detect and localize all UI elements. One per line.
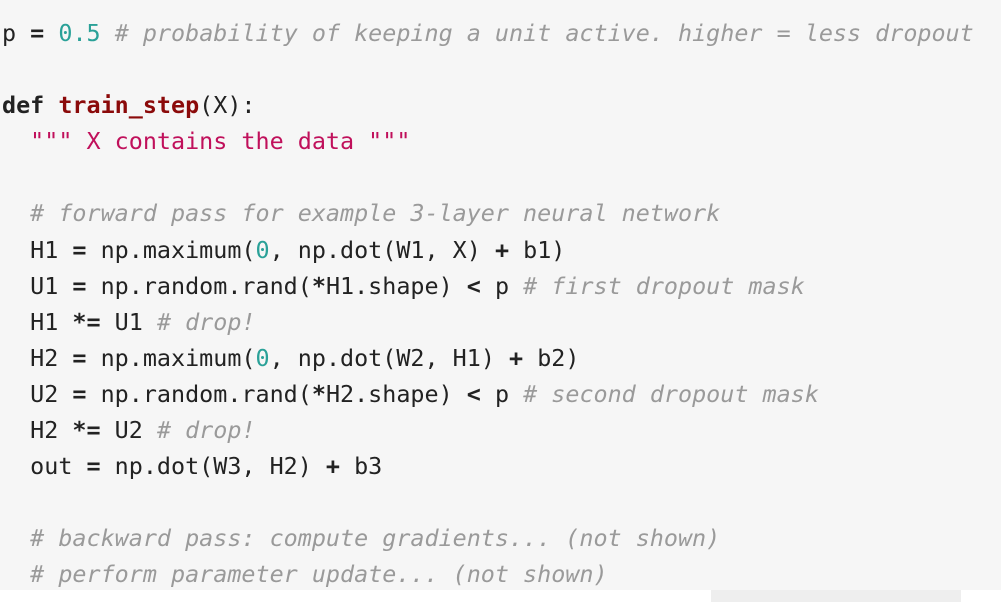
code-line: H1 = np.maximum(0, np.dot(W1, X) + b1) — [0, 232, 1001, 268]
comment-token: # second dropout mask — [523, 379, 819, 408]
number-token: 0.5 — [58, 19, 101, 47]
code-token: H2 — [2, 416, 73, 445]
code-token — [2, 524, 30, 552]
code-token: b2) — [523, 343, 580, 372]
operator-token: * — [311, 379, 326, 408]
keyword-token: def — [2, 91, 45, 120]
operator-token: *= — [72, 307, 101, 336]
code-line: """ X contains the data """ — [0, 123, 1001, 159]
code-token: U2 — [2, 379, 73, 408]
comment-token: # first dropout mask — [523, 271, 805, 300]
code-token: b1) — [509, 235, 566, 264]
operator-token: = — [30, 19, 45, 47]
code-token: np.random.rand( — [86, 271, 312, 300]
code-token: H1.shape) — [325, 271, 467, 300]
code-token: out — [2, 452, 87, 481]
code-line: def train_step(X): — [0, 87, 1001, 123]
code-token: p — [480, 271, 524, 300]
comment-token: # drop! — [156, 416, 256, 445]
code-token — [101, 19, 115, 47]
code-token — [44, 19, 58, 47]
operator-token: + — [509, 343, 524, 372]
blank-line — [0, 484, 1001, 520]
code-line: H1 *= U1 # drop! — [0, 304, 1001, 340]
operator-token: = — [86, 452, 101, 481]
comment-token: # perform parameter update... (not shown… — [30, 560, 608, 589]
code-line: U1 = np.random.rand(*H1.shape) < p # fir… — [0, 268, 1001, 304]
code-token: p — [480, 379, 524, 408]
code-token: np.maximum( — [86, 235, 256, 264]
code-line: out = np.dot(W3, H2) + b3 — [0, 448, 1001, 484]
comment-token: # drop! — [156, 307, 256, 336]
operator-token: < — [466, 379, 481, 408]
code-token: H2.shape) — [325, 379, 467, 408]
code-token — [2, 560, 30, 588]
operator-token: = — [72, 235, 87, 264]
code-token: (X): — [199, 91, 256, 120]
blank-line — [0, 159, 1001, 195]
code-token: b3 — [340, 452, 383, 481]
string-token: """ X contains the data """ — [30, 127, 411, 156]
code-token: , np.dot(W2, H1) — [269, 343, 510, 372]
code-token: p — [2, 19, 31, 47]
bottom-strip-fade — [711, 590, 961, 602]
operator-token: = — [72, 343, 87, 372]
code-token — [44, 91, 58, 119]
operator-token: < — [466, 271, 481, 300]
operator-token: + — [494, 235, 510, 264]
code-token: np.maximum( — [86, 343, 256, 372]
operator-token: * — [311, 271, 326, 300]
code-token: H1 — [2, 235, 73, 264]
number-token: 0 — [255, 235, 270, 264]
code-line: # backward pass: compute gradients... (n… — [0, 520, 1001, 556]
number-token: 0 — [255, 343, 270, 372]
code-line: p = 0.5 # probability of keeping a unit … — [0, 15, 1001, 51]
operator-token: + — [325, 452, 341, 481]
code-token — [2, 199, 30, 227]
code-token: np.random.rand( — [86, 379, 312, 408]
code-token: U1 — [2, 271, 73, 300]
comment-token: # probability of keeping a unit active. … — [114, 19, 974, 47]
code-token — [2, 127, 30, 155]
code-line: H2 = np.maximum(0, np.dot(W2, H1) + b2) — [0, 340, 1001, 376]
code-token: U1 — [100, 307, 157, 336]
operator-token: *= — [72, 416, 101, 445]
code-line: # forward pass for example 3-layer neura… — [0, 195, 1001, 231]
operator-token: = — [72, 379, 87, 408]
code-line: U2 = np.random.rand(*H2.shape) < p # sec… — [0, 376, 1001, 412]
operator-token: = — [72, 271, 87, 300]
comment-token: # forward pass for example 3-layer neura… — [30, 199, 721, 228]
code-lines: p = 0.5 # probability of keeping a unit … — [0, 15, 1001, 593]
code-token: H1 — [2, 307, 73, 336]
code-token: H2 — [2, 343, 73, 372]
function-name-token: train_step — [58, 91, 200, 120]
comment-token: # backward pass: compute gradients... (n… — [30, 524, 721, 553]
code-token: , np.dot(W1, X) — [269, 235, 495, 264]
code-line: H2 *= U2 # drop! — [0, 412, 1001, 448]
code-line: # perform parameter update... (not shown… — [0, 556, 1001, 592]
code-token: U2 — [100, 416, 157, 445]
code-token: np.dot(W3, H2) — [100, 452, 326, 481]
blank-line — [0, 51, 1001, 87]
bottom-strip — [0, 590, 1001, 602]
